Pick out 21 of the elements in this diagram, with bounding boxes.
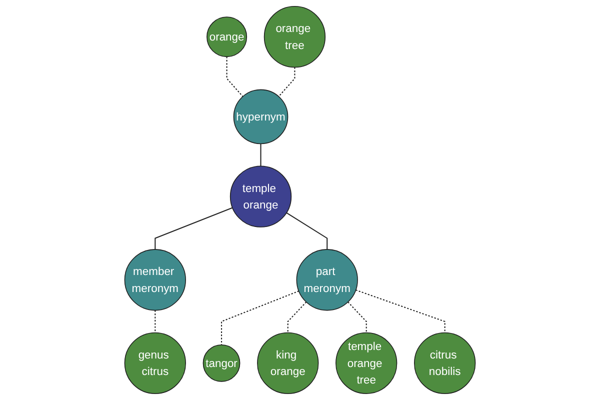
connector bbox=[154, 207, 233, 250]
node-circle: tangor bbox=[202, 344, 240, 382]
node-circle: orange tree bbox=[264, 6, 326, 68]
connector bbox=[356, 290, 446, 333]
connector bbox=[226, 56, 244, 97]
node-circle: genus citrus bbox=[124, 332, 186, 394]
node-circle: part meronym bbox=[296, 249, 358, 311]
connector bbox=[221, 290, 299, 345]
node-circle: hypernym bbox=[233, 89, 288, 144]
node-circle: temple orange tree bbox=[336, 332, 398, 394]
connector bbox=[348, 302, 367, 333]
node-circle: temple orange bbox=[230, 166, 292, 228]
node-circle: orange bbox=[206, 16, 248, 58]
connector bbox=[154, 310, 156, 333]
connector bbox=[287, 302, 307, 333]
node-circle: king orange bbox=[257, 332, 319, 394]
node-circle: member meronym bbox=[124, 249, 186, 311]
connector bbox=[260, 144, 262, 166]
node-circle: citrus nobilis bbox=[414, 332, 476, 394]
connector bbox=[286, 212, 328, 250]
connector bbox=[278, 67, 296, 97]
